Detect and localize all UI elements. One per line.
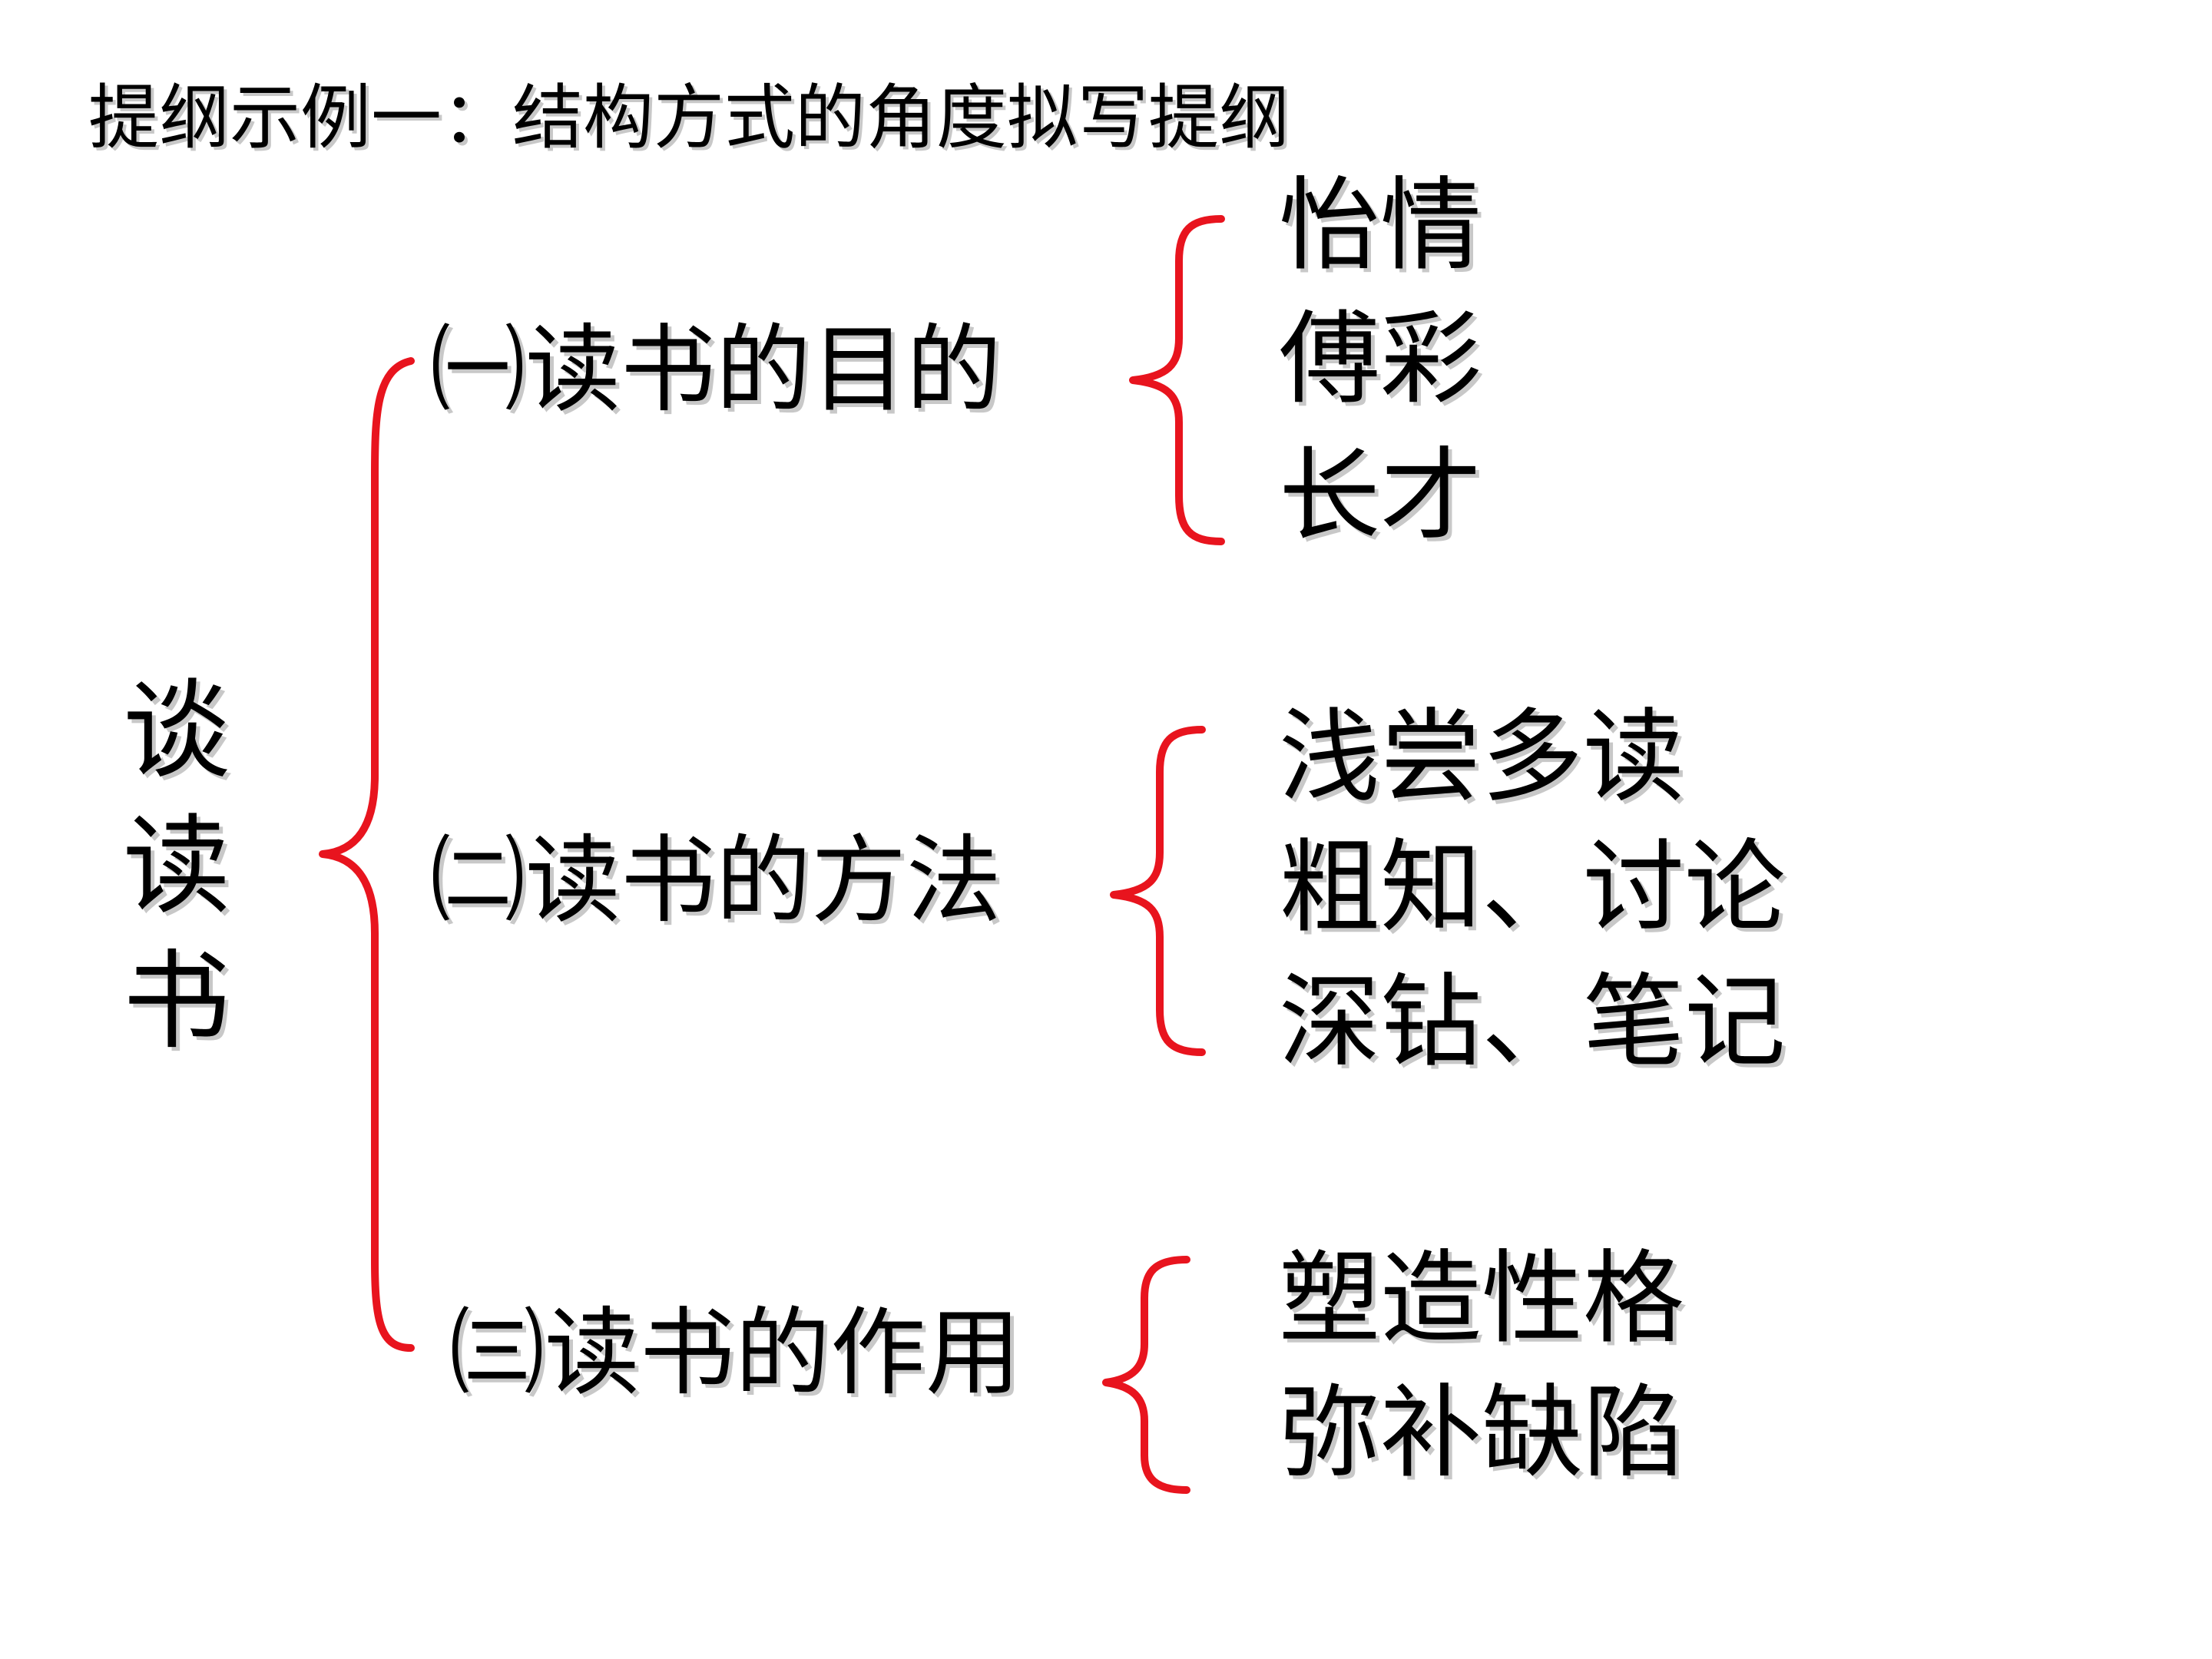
- section-3-item: 弥补缺陷: [1279, 1374, 1684, 1492]
- section-3-brace: [1102, 1256, 1190, 1494]
- section-1-item: 长才: [1279, 437, 1482, 555]
- main-brace: [319, 357, 415, 1352]
- root-topic-char: 书: [123, 939, 231, 1065]
- section-2-item: 浅尝多读: [1279, 698, 1684, 816]
- section-1-brace: [1129, 215, 1225, 545]
- section-1-item: 傅彩: [1279, 300, 1482, 419]
- root-topic: 谈 读 书: [123, 664, 230, 1070]
- root-topic-char: 谈: [123, 669, 231, 794]
- section-1-label: ㈠读书的目的: [430, 315, 1002, 426]
- section-2-item: 粗知、讨论: [1279, 829, 1786, 947]
- root-topic-char: 读: [123, 804, 231, 929]
- section-2-item: 深钻、笔记: [1279, 963, 1786, 1081]
- section-2-label: ㈡读书的方法: [430, 826, 1002, 936]
- section-2-brace: [1110, 726, 1206, 1056]
- section-1-item: 怡情: [1279, 167, 1482, 285]
- section-3-item: 塑造性格: [1279, 1240, 1684, 1358]
- page-title: 提纲示例一：结构方式的角度拟写提纲: [88, 77, 1290, 159]
- section-3-label: ㈢读书的作用: [449, 1298, 1022, 1409]
